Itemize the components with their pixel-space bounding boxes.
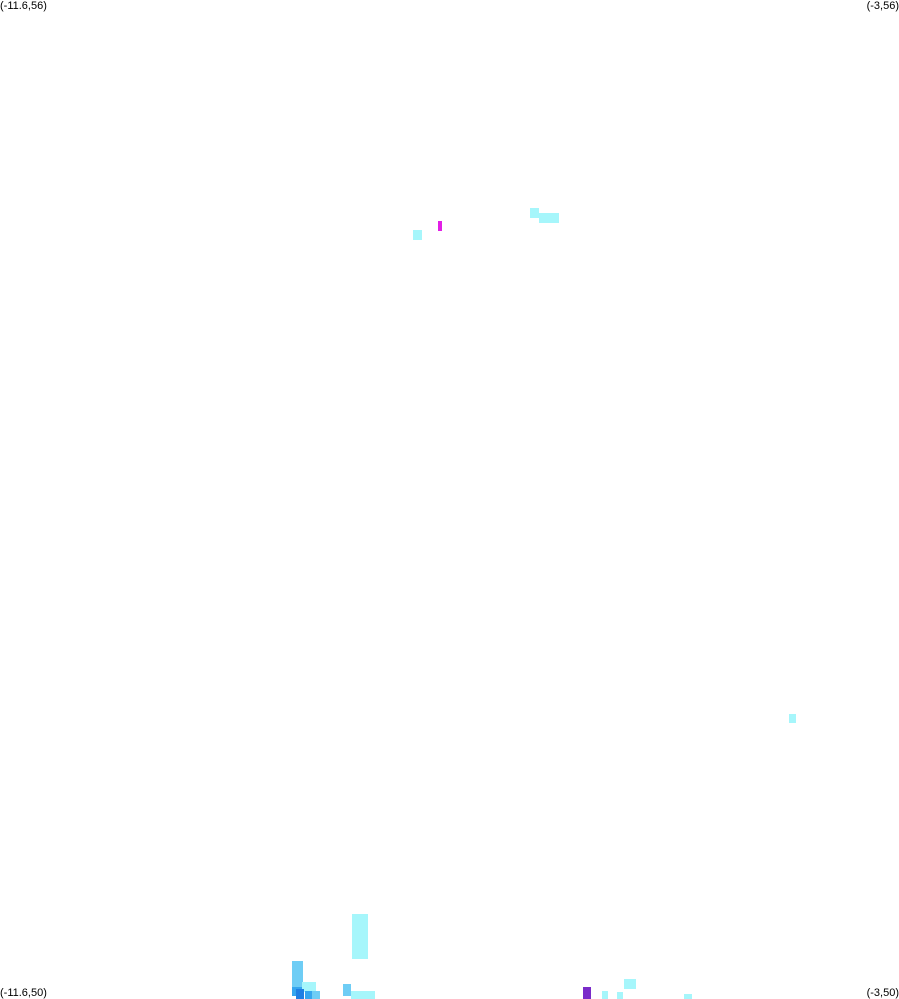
data-cell (583, 987, 591, 999)
corner-label-bottom-left: (-11.6,50) (0, 987, 47, 999)
data-cell (602, 990, 609, 999)
data-cell (530, 208, 540, 219)
data-cell (291, 960, 304, 988)
data-cell (342, 984, 352, 996)
data-cell (352, 914, 368, 960)
data-cell (305, 990, 313, 999)
data-cell (624, 979, 636, 989)
corner-label-top-left: (-11.6,56) (0, 0, 47, 12)
data-cell (302, 982, 316, 993)
data-cell (412, 229, 423, 240)
corner-label-top-right: (-3,56) (866, 0, 899, 12)
data-cell (616, 992, 624, 999)
data-cell (351, 990, 376, 999)
data-cell (295, 989, 305, 999)
data-cell (683, 994, 693, 999)
corner-label-bottom-right: (-3,50) (866, 987, 899, 999)
data-cell (539, 213, 560, 224)
data-cell (789, 714, 797, 723)
data-cell (438, 221, 443, 232)
data-cell (311, 990, 320, 999)
